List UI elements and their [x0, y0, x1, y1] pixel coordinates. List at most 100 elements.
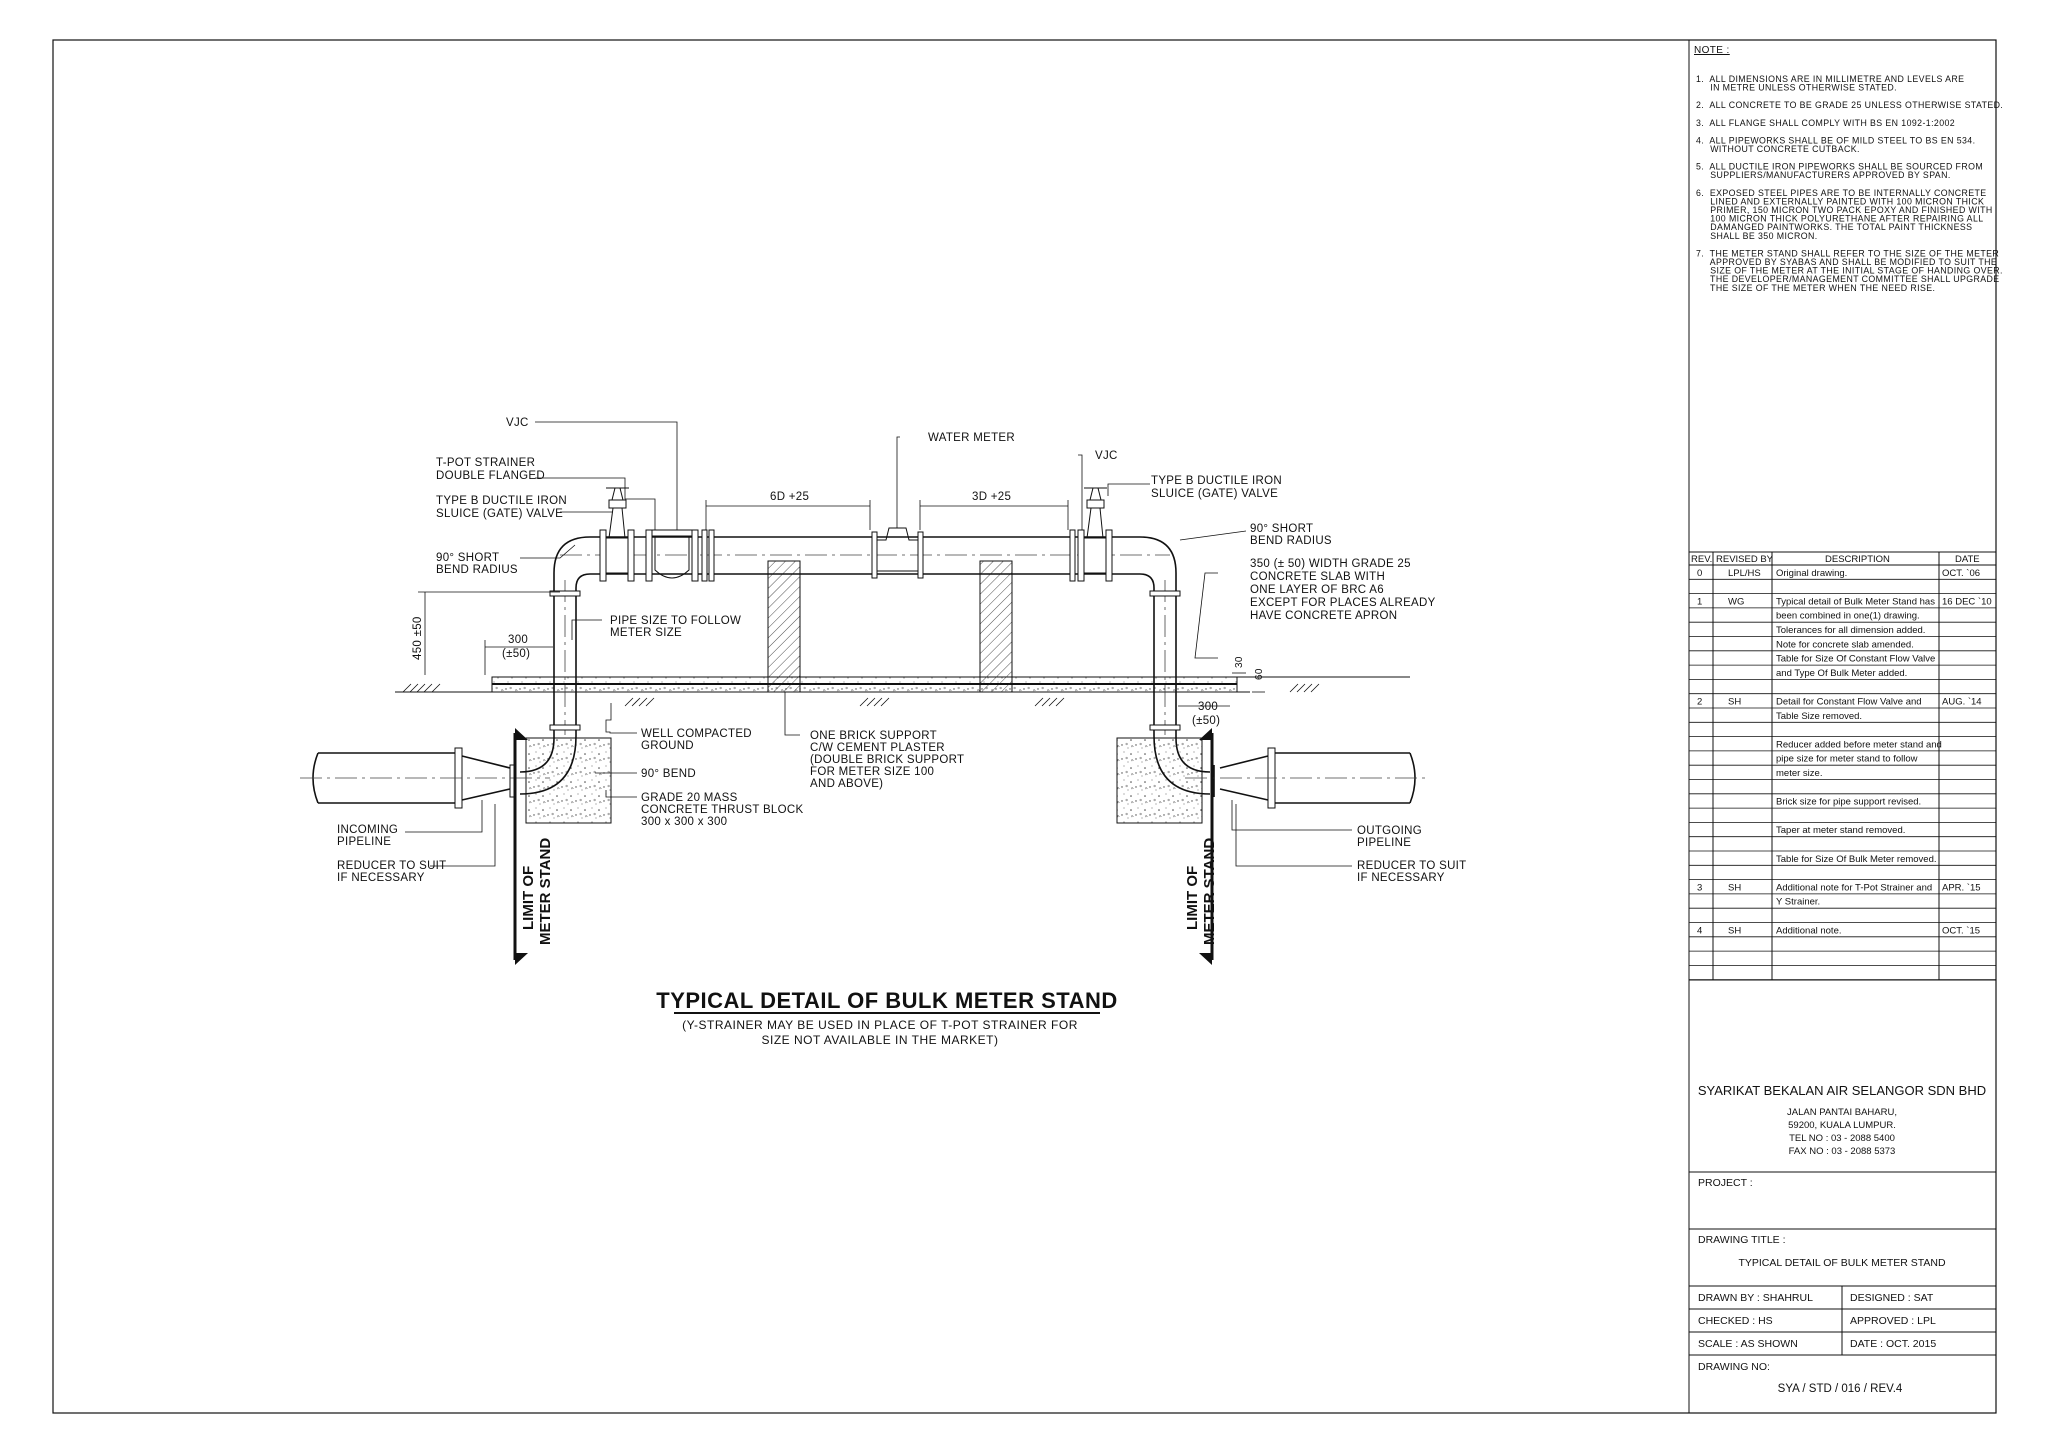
- table-cell: 0: [1697, 568, 1702, 579]
- table-cell: SH: [1728, 925, 1741, 936]
- label-outgoing-2: PIPELINE: [1357, 837, 1411, 849]
- label-reducer-right-2: IF NECESSARY: [1357, 872, 1445, 884]
- note-line: 6. EXPOSED STEEL PIPES ARE TO BE INTERNA…: [1696, 188, 1987, 198]
- label-water-meter: WATER METER: [928, 432, 1015, 444]
- label-brick-1: ONE BRICK SUPPORT: [810, 730, 937, 742]
- notes-heading: NOTE :: [1694, 45, 1730, 56]
- company-block: SYARIKAT BEKALAN AIR SELANGOR SDN BHD JA…: [1698, 1083, 1986, 1157]
- table-cell: Detail for Constant Flow Valve and: [1776, 697, 1922, 708]
- note-line: THE DEVELOPER/MANAGEMENT COMMITTEE SHALL…: [1696, 274, 2000, 284]
- drawing-title-label: DRAWING TITLE :: [1698, 1234, 1786, 1246]
- ground-slab: [395, 676, 1410, 707]
- designed-by: DESIGNED : SAT: [1850, 1292, 1934, 1304]
- dim-300-right: 300: [1198, 701, 1218, 713]
- checked-by: CHECKED : HS: [1698, 1315, 1773, 1327]
- table-cell: OCT. `15: [1942, 925, 1980, 936]
- rev-header-by: REVISED BY: [1716, 554, 1774, 565]
- scale: SCALE : AS SHOWN: [1698, 1338, 1798, 1350]
- label-slab-5: HAVE CONCRETE APRON: [1250, 610, 1397, 622]
- company-fax: FAX NO : 03 - 2088 5373: [1789, 1146, 1896, 1157]
- drawing-no-label: DRAWING NO:: [1698, 1361, 1770, 1373]
- label-slab-3: ONE LAYER OF BRC A6: [1250, 584, 1384, 596]
- note-line: PRIMER, 150 MICRON TWO PACK EPOXY AND FI…: [1696, 205, 1993, 215]
- label-slab-1: 350 (± 50) WIDTH GRADE 25: [1250, 558, 1411, 570]
- table-cell: Additional note.: [1776, 925, 1842, 936]
- notes-block: NOTE : 1. ALL DIMENSIONS ARE IN MILLIMET…: [1694, 45, 2003, 293]
- note-line: 1. ALL DIMENSIONS ARE IN MILLIMETRE AND …: [1696, 74, 1964, 84]
- label-thrust-3: 300 x 300 x 300: [641, 816, 727, 828]
- dim-30: 30: [1234, 656, 1245, 668]
- drawn-by: DRAWN BY : SHAHRUL: [1698, 1292, 1813, 1304]
- dim-450: 450 ±50: [412, 616, 424, 660]
- note-line: LINED AND EXTERNALLY PAINTED WITH 100 MI…: [1696, 196, 1984, 206]
- meter-pipe: [560, 536, 1170, 575]
- outgoing-pipeline: [1185, 747, 1430, 809]
- table-cell: Original drawing.: [1776, 568, 1847, 579]
- dim-300-left-tol: (±50): [502, 648, 530, 660]
- note-line: 2. ALL CONCRETE TO BE GRADE 25 UNLESS OT…: [1696, 100, 2003, 110]
- label-vjc-right: VJC: [1095, 450, 1118, 462]
- note-line: SIZE OF THE METER AT THE INITIAL STAGE O…: [1696, 266, 2003, 276]
- table-cell: Typical detail of Bulk Meter Stand has: [1776, 596, 1935, 607]
- label-bend-right-1: 90° SHORT: [1250, 523, 1313, 535]
- label-bend-right-2: BEND RADIUS: [1250, 535, 1332, 547]
- dim-6d: 6D +25: [770, 491, 809, 503]
- label-gate-left-2: SLUICE (GATE) VALVE: [436, 508, 563, 520]
- dimensions: [418, 500, 1265, 707]
- label-reducer-left-1: REDUCER TO SUIT: [337, 860, 447, 872]
- label-brick-4: FOR METER SIZE 100: [810, 766, 934, 778]
- label-outgoing-1: OUTGOING: [1357, 825, 1422, 837]
- note-line: APPROVED BY SYABAS AND SHALL BE MODIFIED…: [1696, 257, 1997, 267]
- dim-60: 60: [1254, 668, 1265, 680]
- company-name: SYARIKAT BEKALAN AIR SELANGOR SDN BHD: [1698, 1083, 1986, 1098]
- label-gate-right-1: TYPE B DUCTILE IRON: [1151, 475, 1282, 487]
- table-cell: OCT. `06: [1942, 568, 1980, 579]
- rev-header-desc: DESCRIPTION: [1825, 554, 1890, 565]
- tpot-strainer: [645, 529, 715, 582]
- note-line: 3. ALL FLANGE SHALL COMPLY WITH BS EN 10…: [1696, 118, 1955, 128]
- note-line: 5. ALL DUCTILE IRON PIPEWORKS SHALL BE S…: [1696, 162, 1983, 172]
- table-cell: Y Strainer.: [1776, 897, 1820, 908]
- dim-3d: 3D +25: [972, 491, 1011, 503]
- label-brick-2: C/W CEMENT PLASTER: [810, 742, 945, 754]
- table-cell: Table Size removed.: [1776, 711, 1862, 722]
- water-meter: [871, 527, 924, 579]
- notes-list: 1. ALL DIMENSIONS ARE IN MILLIMETRE AND …: [1696, 74, 2003, 293]
- table-cell: been combined in one(1) drawing.: [1776, 611, 1920, 622]
- label-well-compacted-2: GROUND: [641, 740, 694, 752]
- label-bend-90: 90° BEND: [641, 768, 696, 780]
- rev-header-date: DATE: [1955, 554, 1980, 565]
- label-incoming-2: PIPELINE: [337, 836, 391, 848]
- label-well-compacted-1: WELL COMPACTED: [641, 728, 752, 740]
- label-gate-left-1: TYPE B DUCTILE IRON: [436, 495, 567, 507]
- table-cell: Tolerances for all dimension added.: [1776, 625, 1925, 636]
- drawing-title: TYPICAL DETAIL OF BULK METER STAND: [1738, 1257, 1946, 1269]
- note-line: DAMANGED PAINTWORKS. THE TOTAL PAINT THI…: [1696, 222, 1972, 232]
- table-cell: 3: [1697, 882, 1702, 893]
- label-vjc-left: VJC: [506, 417, 529, 429]
- thrust-block-left: [525, 737, 612, 824]
- brick-support-right: [979, 560, 1013, 693]
- note-line: 100 MICRON THICK POLYURETHANE AFTER REPA…: [1696, 214, 1984, 224]
- table-cell: Table for Size Of Constant Flow Valve: [1776, 654, 1935, 665]
- label-incoming-1: INCOMING: [337, 824, 398, 836]
- note-line: WITHOUT CONCRETE CUTBACK.: [1696, 144, 1860, 154]
- table-cell: Taper at meter stand removed.: [1776, 825, 1905, 836]
- limit-label-right-1: LIMIT OF: [1184, 866, 1201, 930]
- sheet-border: [52, 39, 1997, 1414]
- label-slab-2: CONCRETE SLAB WITH: [1250, 571, 1385, 583]
- brick-support-left: [767, 560, 801, 693]
- table-cell: Table for Size Of Bulk Meter removed.: [1776, 854, 1937, 865]
- title-block: [1688, 39, 1997, 1414]
- right-gate-valve: [1069, 487, 1113, 582]
- table-cell: Note for concrete slab amended.: [1776, 639, 1914, 650]
- label-bend-left-2: BEND RADIUS: [436, 564, 518, 576]
- table-cell: WG: [1728, 596, 1744, 607]
- label-pipe-size-1: PIPE SIZE TO FOLLOW: [610, 615, 741, 627]
- dim-300-right-tol: (±50): [1192, 715, 1220, 727]
- table-cell: AUG. `14: [1942, 697, 1982, 708]
- label-reducer-right-1: REDUCER TO SUIT: [1357, 860, 1467, 872]
- label-brick-3: (DOUBLE BRICK SUPPORT: [810, 754, 964, 766]
- diagram-title: TYPICAL DETAIL OF BULK METER STAND: [656, 988, 1117, 1013]
